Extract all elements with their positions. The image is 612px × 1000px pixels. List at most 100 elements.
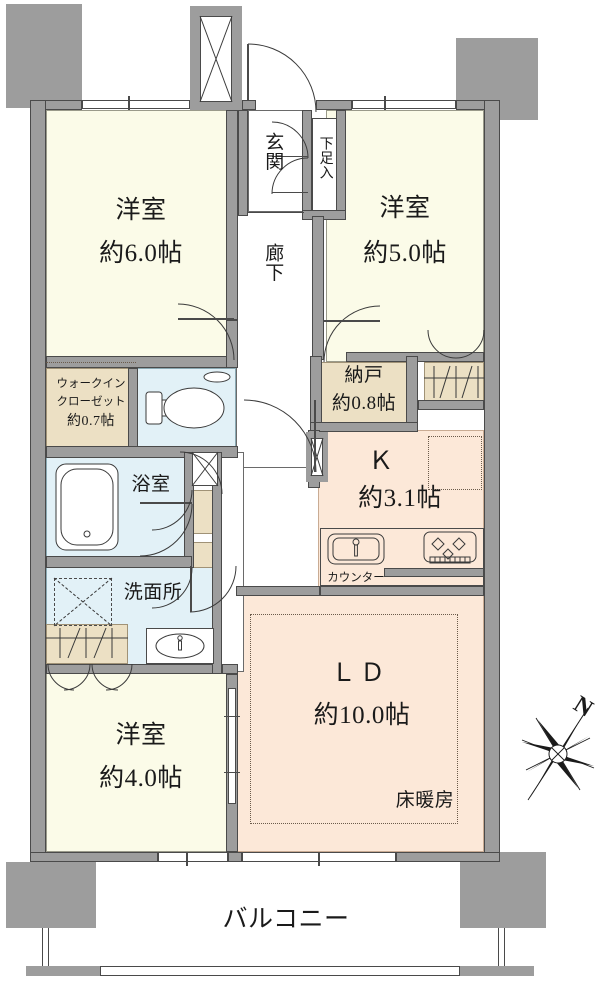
counter-label: カウンター — [327, 572, 385, 584]
hall-cabinet-door-icon-b[interactable] — [151, 567, 193, 609]
closet-bedroom-4-rod-icon — [46, 627, 128, 659]
storage-area: 約0.8帖 — [331, 393, 397, 414]
exterior-wall-left — [30, 100, 46, 862]
kitchen-area: 約3.1帖 — [358, 485, 442, 512]
vanity-sink-icon — [155, 633, 205, 659]
bedroom-5-area: 約5.0帖 — [363, 240, 447, 267]
balcony-rail-right-b — [504, 928, 506, 970]
exterior-wall-top-b — [242, 100, 256, 110]
storage-name: 納戸 — [344, 365, 384, 386]
bathroom-door-swing-icon[interactable] — [139, 503, 193, 558]
shoe-cabinet-rail-a — [272, 156, 308, 158]
refrigerator-space — [428, 436, 482, 490]
wall-bedroom6-right — [226, 110, 238, 320]
balcony-slider-right-mullion — [318, 848, 320, 866]
wic-threshold — [46, 362, 136, 363]
ld-door-swing-icon[interactable] — [243, 399, 317, 473]
wall-hall-right-lower — [222, 664, 238, 674]
bedroom-6-door-swing-icon[interactable] — [177, 303, 235, 361]
room-bedroom-4 — [46, 672, 236, 852]
toilet-icon — [145, 387, 225, 429]
stove-icon — [423, 531, 477, 564]
room-living-dining — [236, 592, 484, 852]
window-interior-bedroom4 — [228, 688, 236, 804]
window-top-right-mullion — [384, 96, 386, 113]
window-top-right — [352, 100, 456, 109]
window-top-left — [82, 100, 190, 109]
wall-entrance-left — [238, 110, 248, 216]
washing-machine-cross-icon — [53, 577, 113, 627]
toilet-handwash-icon — [203, 371, 231, 383]
entrance-step-line — [248, 212, 304, 214]
compass-rose-icon — [521, 707, 595, 801]
bedroom-4-area: 約4.0帖 — [99, 765, 183, 792]
ld-name: ＬＤ — [330, 660, 389, 687]
balcony-wall-right-ext — [500, 852, 546, 928]
window-interior-bedroom4-mullion-b — [224, 772, 240, 774]
balcony-rail-left-b — [48, 928, 50, 970]
bedroom-6-name: 洋室 — [115, 197, 167, 224]
corridor-label: 廊下 — [262, 243, 284, 282]
bedroom-6-door-leaf — [178, 318, 234, 320]
washroom-door-leaf — [190, 566, 192, 612]
balcony-slider-left-mullion — [186, 848, 188, 866]
exterior-wall-bottom-pier — [228, 852, 242, 862]
closet-bedroom-4-doors-icon[interactable] — [46, 663, 133, 694]
kitchen-counter-bar — [384, 568, 484, 577]
room-bedroom-6 — [46, 110, 236, 368]
ld-door-leaf — [314, 400, 316, 472]
ld-area: 約10.0帖 — [313, 702, 411, 729]
wall-shoe-cabinet-right — [336, 110, 346, 220]
neighbor-block-top-left — [6, 4, 82, 108]
closet-storage-nando — [318, 362, 410, 426]
balcony-slider-left[interactable] — [158, 852, 228, 862]
bedroom-4-name: 洋室 — [115, 722, 167, 749]
wic-label-line1: ウォークイン — [56, 378, 126, 390]
bedroom-5-name: 洋室 — [379, 195, 431, 222]
window-top-left-mullion — [128, 96, 130, 113]
balcony-parapet-right — [460, 966, 534, 976]
pipe-shaft-hall-cross-icon — [191, 451, 219, 487]
balcony-parapet-mid — [100, 966, 460, 976]
balcony-rail-right-a — [498, 928, 500, 970]
kitchen-sink-icon — [327, 533, 385, 565]
closet-bedroom-5-rod-icon — [424, 365, 484, 399]
bedroom-5-door-swing-icon[interactable] — [323, 305, 381, 363]
pipe-shaft-kitchen-cross-icon — [310, 437, 324, 477]
washroom-door-swing-icon[interactable] — [189, 565, 237, 613]
wall-corridor-right — [312, 216, 324, 360]
entrance-label: 玄関 — [262, 132, 284, 171]
neighbor-block-top-right-lower — [500, 38, 538, 120]
balcony-rail-left-a — [42, 928, 44, 970]
floor-heating-label: 床暖房 — [395, 790, 455, 811]
wall-closet5-bottom — [418, 400, 484, 410]
closet-bedroom-5-doors-icon[interactable] — [427, 329, 485, 362]
shaft-box-cross-icon — [199, 15, 233, 103]
washroom-label: 洗面所 — [123, 582, 183, 603]
shoe-cabinet-label: 下足入 — [317, 136, 333, 180]
exterior-wall-top-c — [316, 100, 352, 110]
wic-area: 約0.7帖 — [67, 414, 115, 429]
exterior-wall-right — [484, 100, 500, 862]
wall-bath-bottom — [46, 556, 192, 568]
exterior-wall-bottom-left — [30, 852, 158, 862]
wall-kitchen-left-lower — [236, 586, 320, 596]
window-interior-bedroom4-mullion-a — [224, 716, 240, 718]
entrance-door-swing-icon — [247, 43, 317, 113]
balcony-wall-left — [6, 862, 96, 928]
bathroom-door-leaf — [140, 502, 192, 504]
wall-shoe-cabinet-bottom — [302, 210, 346, 220]
toilet-door-swing-icon[interactable] — [179, 451, 223, 495]
wic-label-line2: クローゼット — [56, 396, 126, 408]
shoe-cabinet-door-icon[interactable] — [271, 157, 309, 195]
exterior-wall-bottom-right — [396, 852, 500, 862]
entrance-inner-door-icon[interactable] — [271, 121, 309, 159]
bathtub-icon — [55, 463, 119, 551]
wall-kitchen-bottom — [320, 586, 484, 596]
washing-machine-space — [54, 578, 112, 626]
shoe-cabinet-rail-b — [272, 192, 308, 194]
hall-cabinet-door-icon[interactable] — [151, 489, 193, 531]
bedroom-5-door-leaf — [324, 320, 380, 322]
kitchen-name: Ｋ — [368, 448, 394, 475]
